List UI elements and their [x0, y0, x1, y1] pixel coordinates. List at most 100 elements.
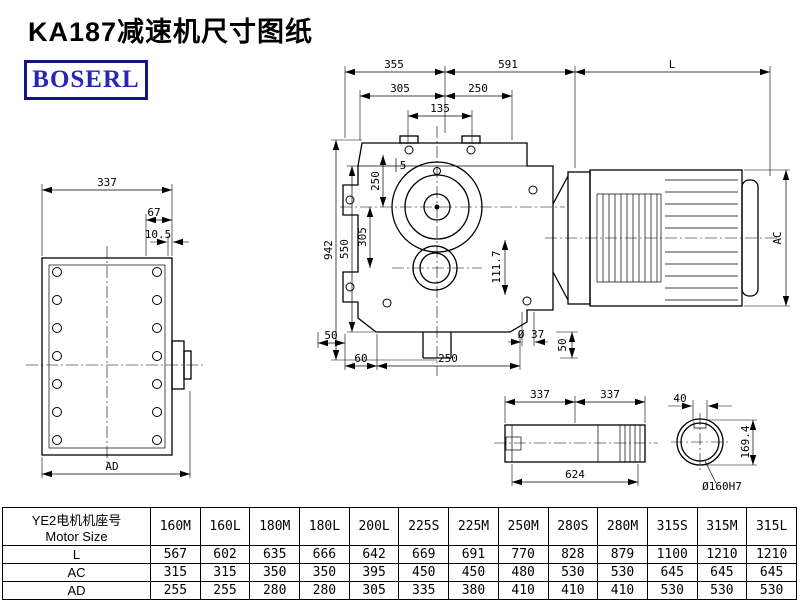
row-label: AC	[2, 563, 151, 582]
table-cell: 645	[746, 563, 797, 582]
dim-169-4-label: 169.4	[739, 425, 752, 458]
extension-lines	[41, 66, 790, 486]
shaft-spline-hatch	[619, 425, 641, 462]
size-col-header: 225M	[448, 507, 499, 546]
table-header-row: YE2电机机座号 Motor Size 160M 160L 180M 180L …	[2, 507, 797, 546]
table-cell: 828	[547, 545, 599, 564]
motor-fins	[665, 179, 738, 301]
dim-111-7-label: 111.7	[490, 250, 503, 283]
table-cell: 280	[299, 581, 350, 600]
table-row-l: L 567 602 635 666 642 669 691 770 828 87…	[2, 545, 797, 564]
table-cell: 395	[348, 563, 400, 582]
dim-135-label: 135	[430, 102, 450, 115]
row-label: AD	[2, 581, 151, 600]
dim-40-label: 40	[673, 392, 686, 405]
table-cell: 335	[398, 581, 450, 600]
dim-250-left-label: 250	[369, 171, 382, 191]
dim-dia160h7-label: Ø160H7	[702, 480, 742, 493]
dim-942-label: 942	[322, 240, 335, 260]
size-col-header: 315S	[646, 507, 698, 546]
size-col-header: 180L	[299, 507, 350, 546]
table-cell: 530	[696, 581, 748, 600]
table-cell: 642	[348, 545, 400, 564]
centerlines	[26, 126, 778, 472]
table-cell: 530	[746, 581, 797, 600]
motor-stator-hatch	[602, 194, 658, 282]
dim-l-label: L	[669, 58, 676, 71]
table-cell: 350	[249, 563, 301, 582]
dim-305-left-label: 305	[356, 227, 369, 247]
size-col-header: 160L	[199, 507, 251, 546]
table-cell: 635	[249, 545, 301, 564]
size-col-header: 225S	[398, 507, 450, 546]
dim-60-label: 60	[354, 352, 367, 365]
dimension-lines	[42, 68, 790, 486]
dim-305-top-label: 305	[390, 82, 410, 95]
dim-dia37-label: Ø 37	[518, 328, 545, 341]
dim-10-5-label: 10.5	[145, 228, 172, 241]
dim-250-bottom-label: 250	[438, 352, 458, 365]
dimension-labels: 355 591 L 305 250 135 942 550 250 5 305 …	[97, 58, 784, 493]
table-cell: 350	[299, 563, 350, 582]
table-cell: 666	[299, 545, 350, 564]
table-cell: 530	[547, 563, 599, 582]
size-col-header: 280M	[597, 507, 648, 546]
table-cell: 305	[348, 581, 400, 600]
table-cell: 669	[398, 545, 450, 564]
size-col-header: 200L	[348, 507, 400, 546]
size-col-header: 315L	[746, 507, 797, 546]
table-cell: 530	[597, 563, 648, 582]
table-cell: 280	[249, 581, 301, 600]
table-cell: 530	[646, 581, 698, 600]
shaft-end-view	[676, 418, 724, 466]
table-cell: 450	[448, 563, 499, 582]
size-col-header: 160M	[150, 507, 201, 546]
table-row-ac: AC 315 315 350 350 395 450 450 480 530 5…	[2, 563, 797, 582]
table-cell: 879	[597, 545, 648, 564]
table-cell: 567	[150, 545, 201, 564]
dim-50-bottom-left-label: 50	[324, 329, 337, 342]
dim-250-top-label: 250	[468, 82, 488, 95]
dim-624-label: 624	[565, 468, 585, 481]
motor-size-table: YE2电机机座号 Motor Size 160M 160L 180M 180L …	[2, 507, 797, 600]
dim-67-label: 67	[147, 206, 160, 219]
dim-355-label: 355	[384, 58, 404, 71]
boserl-logo: BOSERL	[24, 60, 148, 100]
motor-size-header-cell: YE2电机机座号 Motor Size	[2, 507, 151, 546]
table-cell: 255	[150, 581, 201, 600]
table-cell: 450	[398, 563, 450, 582]
table-cell: 410	[547, 581, 599, 600]
dim-337-front-label: 337	[97, 176, 117, 189]
table-cell: 410	[497, 581, 549, 600]
table-cell: 1210	[746, 545, 797, 564]
size-col-header: 180M	[249, 507, 301, 546]
table-cell: 770	[497, 545, 549, 564]
dim-591-label: 591	[498, 58, 518, 71]
motor-size-header-en: Motor Size	[45, 528, 108, 544]
size-col-header: 250M	[497, 507, 549, 546]
motor-view	[552, 169, 759, 307]
dim-5-label: 5	[400, 159, 407, 172]
engineering-drawing: 355 591 L 305 250 135 942 550 250 5 305 …	[26, 58, 790, 493]
size-col-header: 315M	[696, 507, 748, 546]
dim-337-shaft-b-label: 337	[600, 388, 620, 401]
table-cell: 691	[448, 545, 499, 564]
table-cell: 315	[150, 563, 201, 582]
dim-50-bottom-right-label: 50	[556, 338, 569, 351]
table-cell: 645	[646, 563, 698, 582]
dim-ac-label: AC	[771, 231, 784, 244]
motor-size-header-cn: YE2电机机座号	[31, 512, 122, 528]
table-cell: 1210	[696, 545, 748, 564]
row-label: L	[2, 545, 151, 564]
table-cell: 1100	[646, 545, 698, 564]
table-cell: 380	[448, 581, 499, 600]
table-cell: 645	[696, 563, 748, 582]
dim-550-label: 550	[338, 239, 351, 259]
shaft-detail-view	[504, 424, 646, 463]
table-cell: 602	[199, 545, 251, 564]
page-title: KA187减速机尺寸图纸	[28, 17, 314, 47]
dim-ad-label: AD	[105, 460, 118, 473]
table-cell: 480	[497, 563, 549, 582]
logo-text: BOSERL	[32, 66, 140, 93]
